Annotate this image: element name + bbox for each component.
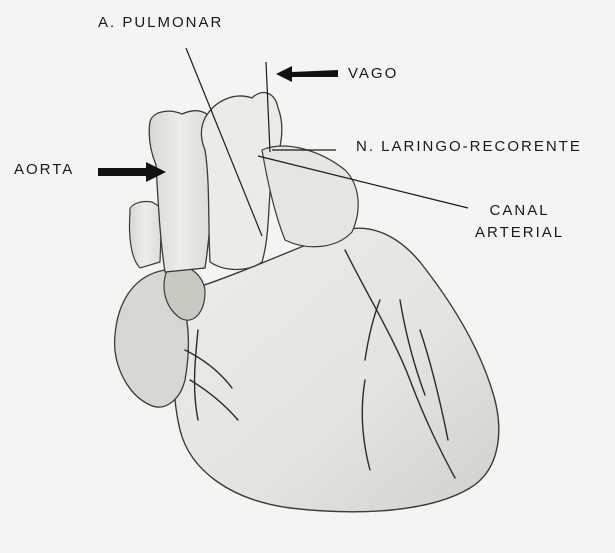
canal-label-line1: CANAL xyxy=(475,200,564,222)
nervo-label: N. LARINGO-RECORENTE xyxy=(356,139,582,154)
aorta-label: AORTA xyxy=(14,162,74,177)
vago-arrow-icon xyxy=(276,66,338,82)
pulmonar-label: A. PULMONAR xyxy=(98,15,223,30)
canal-label-line2: ARTERIAL xyxy=(475,222,564,244)
canal-label: CANAL ARTERIAL xyxy=(475,200,564,244)
vena-cava-outline xyxy=(129,202,162,268)
vago-label: VAGO xyxy=(348,66,398,81)
